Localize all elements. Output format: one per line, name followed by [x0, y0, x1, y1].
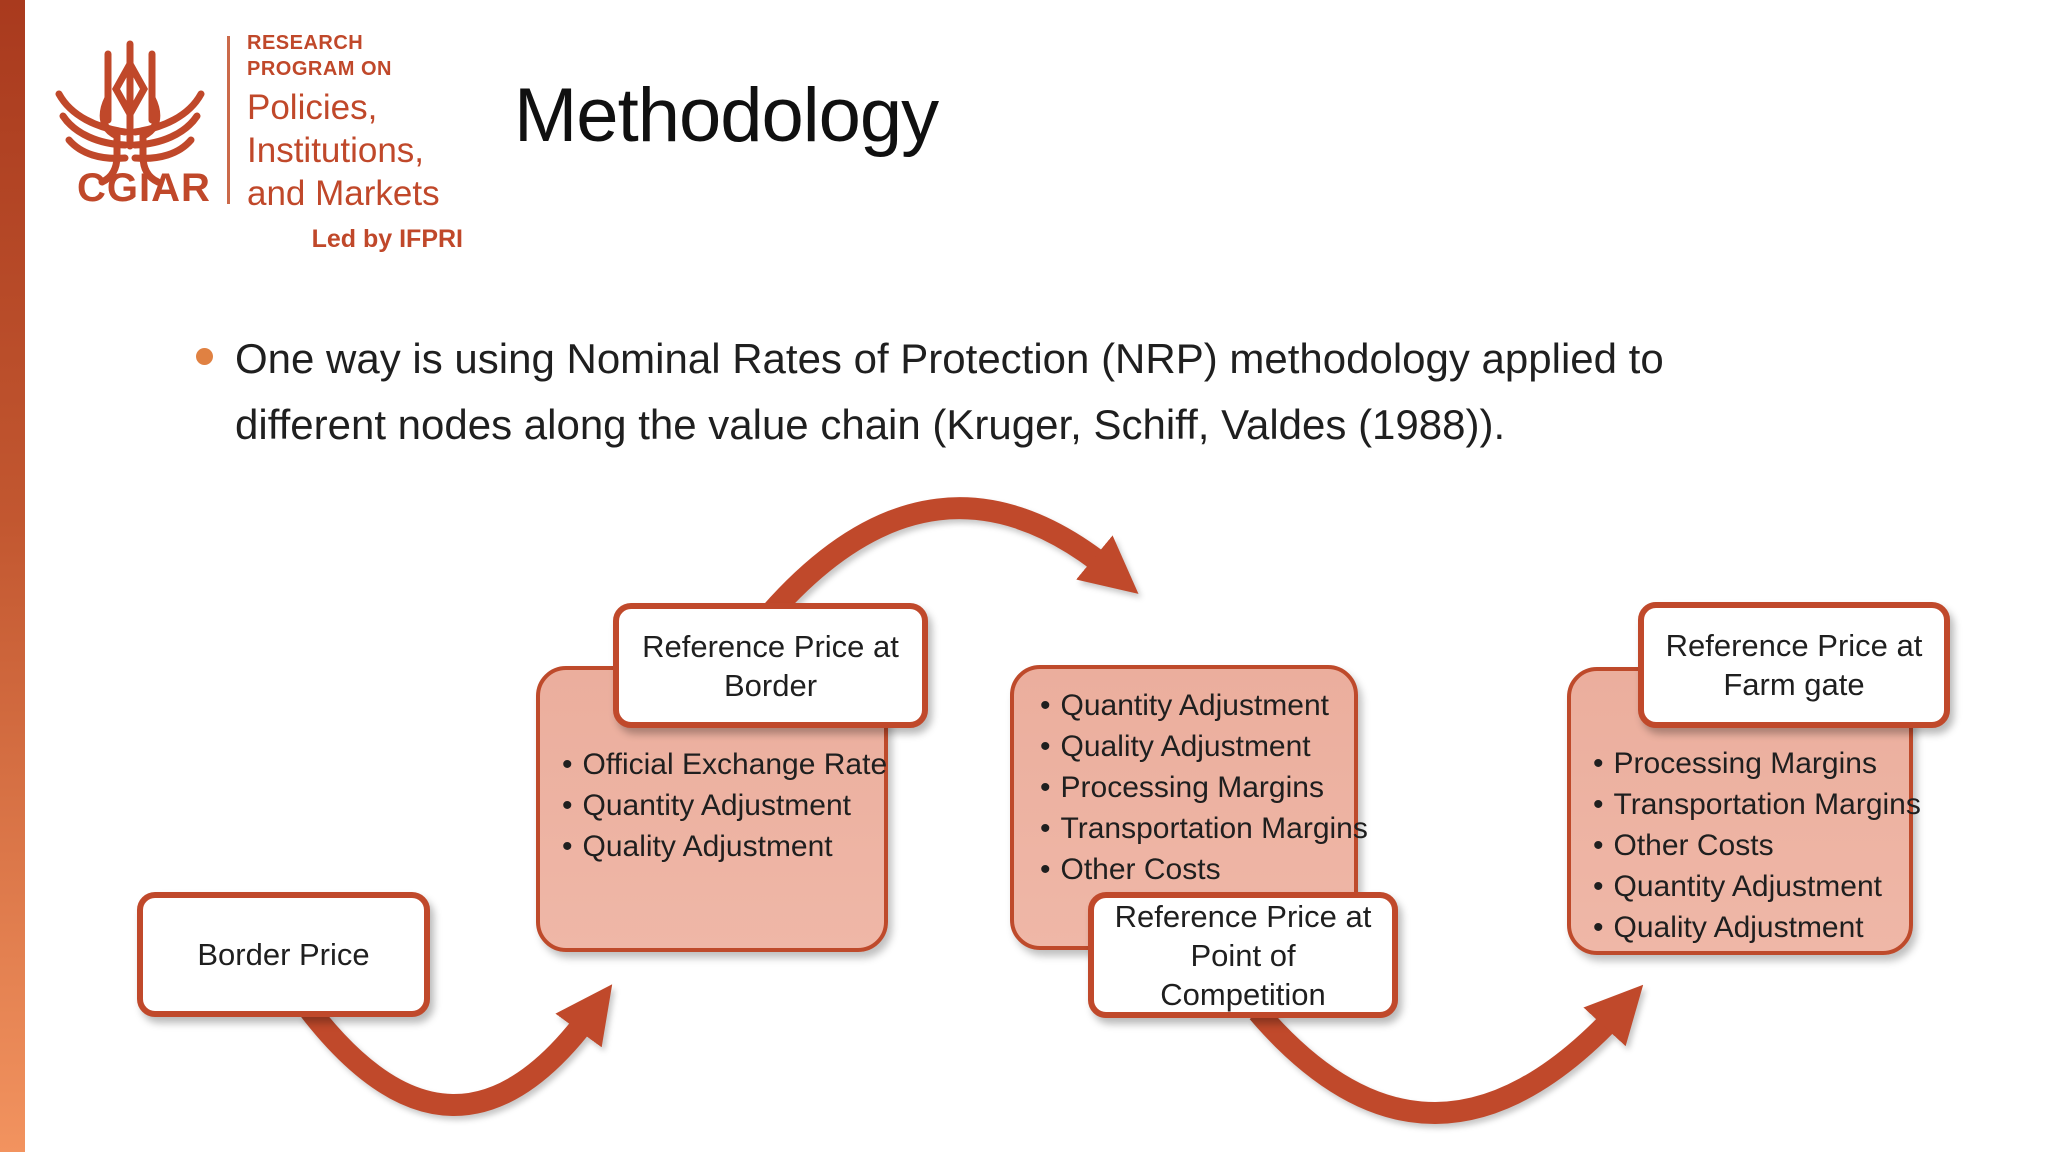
list-item: Processing Margins — [1593, 743, 1909, 784]
list-item: Quality Adjustment — [1040, 726, 1354, 767]
page-title: Methodology — [514, 73, 939, 158]
node-competition-label: Reference Price at Point of Competition — [1088, 892, 1398, 1018]
logo-ledby: Led by IFPRI — [311, 225, 463, 253]
arrow-bordernode-to-competition — [761, 497, 1139, 622]
arrow-competition-to-farmgate — [1249, 984, 1644, 1124]
arrow-border-to-bordernode — [299, 984, 613, 1116]
list-item: Transportation Margins — [1040, 808, 1368, 849]
logo-name-line1: Policies, — [247, 88, 378, 127]
left-accent-bar — [0, 0, 25, 1152]
list-item: Official Exchange Rate — [562, 744, 888, 785]
list-item: Quantity Adjustment — [1593, 866, 1909, 907]
logo-name-line2: Institutions, — [247, 131, 425, 170]
wheat-icon — [55, 40, 205, 186]
logo-kicker-line2: PROGRAM ON — [247, 58, 392, 80]
logo-divider — [227, 36, 230, 204]
logo-text-block: RESEARCH PROGRAM ON Policies, Institutio… — [247, 30, 467, 254]
node-border-label: Reference Price at Border — [613, 603, 928, 728]
list-item: Quantity Adjustment — [562, 785, 884, 826]
logo-kicker-line1: RESEARCH — [247, 32, 364, 54]
bullet-paragraph: One way is using Nominal Rates of Protec… — [196, 326, 1736, 458]
list-item: Quality Adjustment — [562, 826, 884, 867]
list-item: Other Costs — [1040, 849, 1354, 890]
bullet-dot-icon — [196, 348, 213, 365]
logo-name-line3: and Markets — [247, 174, 440, 213]
list-item: Processing Margins — [1040, 767, 1354, 808]
list-item: Transportation Margins — [1593, 784, 1921, 825]
cgiar-wordmark: CGIAR — [77, 166, 211, 210]
node-farmgate-detail-box: Processing Margins Transportation Margin… — [1567, 667, 1921, 955]
node-farmgate-label: Reference Price at Farm gate — [1638, 602, 1950, 728]
list-item: Quantity Adjustment — [1040, 685, 1354, 726]
node-border-price: Border Price — [137, 892, 430, 1017]
list-item: Other Costs — [1593, 825, 1909, 866]
bullet-text: One way is using Nominal Rates of Protec… — [235, 335, 1664, 448]
list-item: Quality Adjustment — [1593, 907, 1909, 948]
